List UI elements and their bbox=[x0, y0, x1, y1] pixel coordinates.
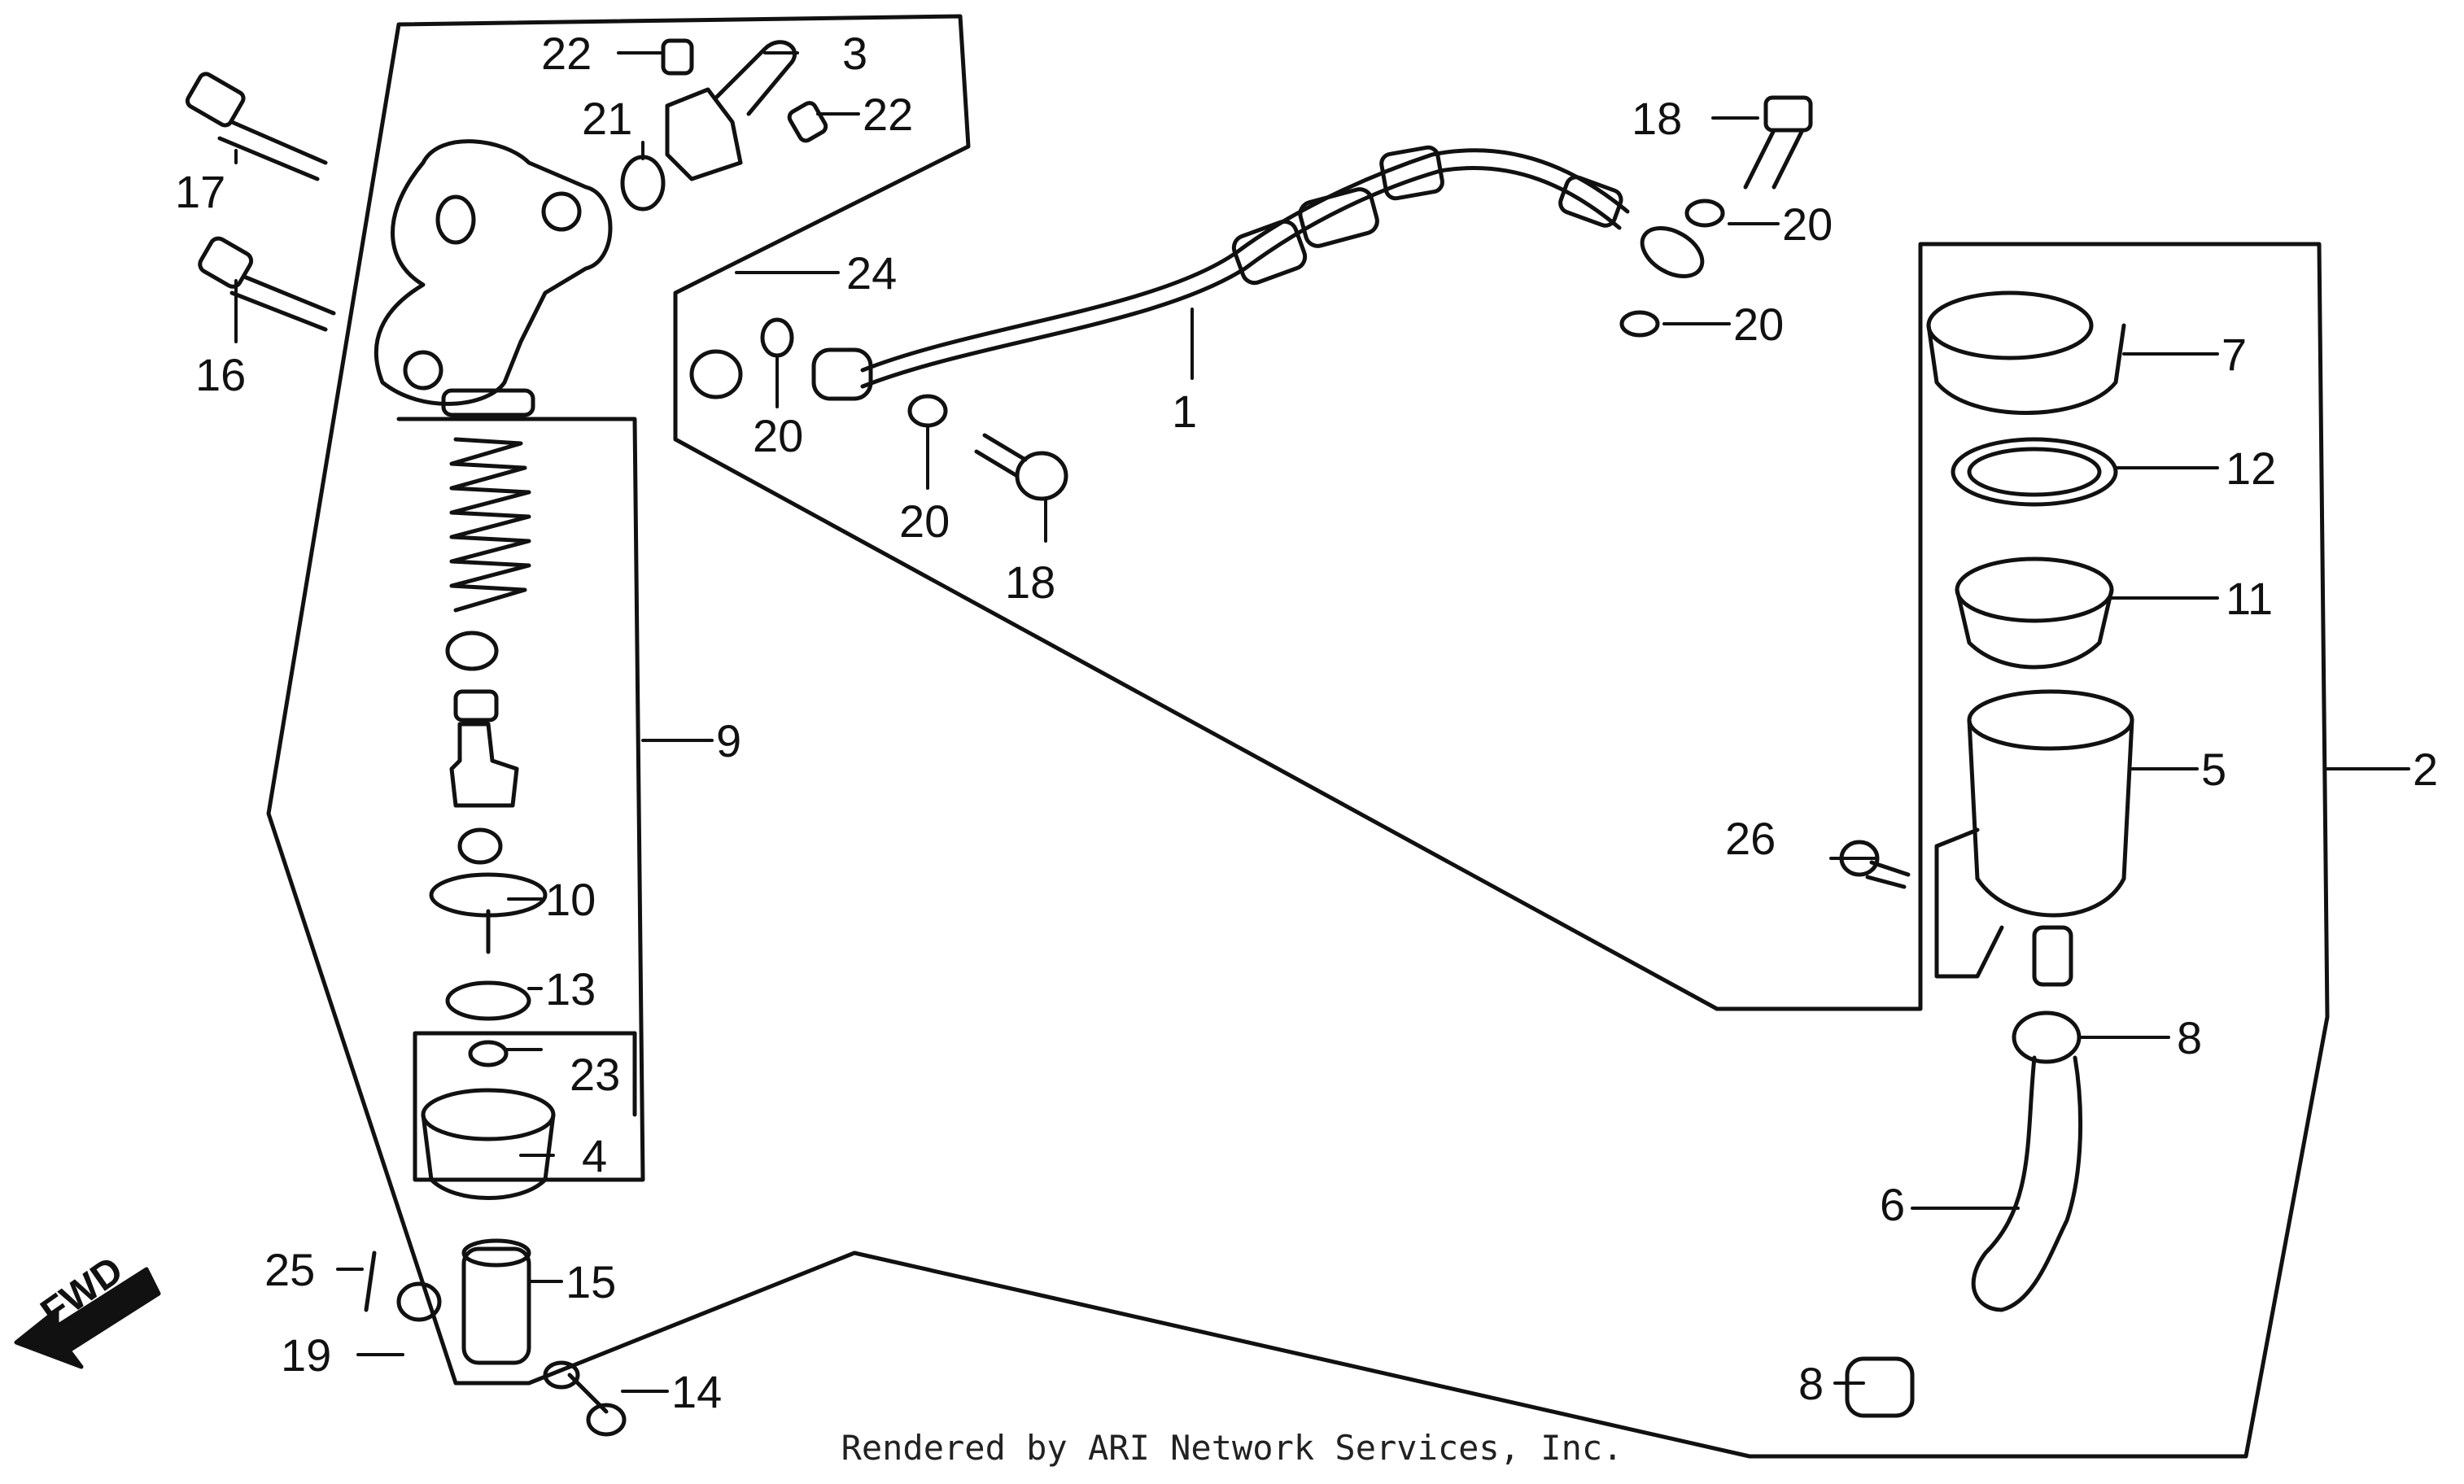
diaphragm-11 bbox=[1955, 556, 2114, 670]
screw-22-top bbox=[661, 38, 694, 76]
piston-cup bbox=[453, 689, 499, 722]
piston-spring bbox=[449, 437, 531, 613]
callout-19: 19 bbox=[281, 1329, 331, 1381]
screw-22-right bbox=[787, 101, 828, 143]
reservoir-hose-6 bbox=[1971, 1055, 2083, 1312]
hose-clamp-8-upper bbox=[2012, 1010, 2082, 1064]
callout-10: 10 bbox=[545, 874, 596, 925]
callout-25: 25 bbox=[264, 1244, 315, 1295]
reservoir-5 bbox=[1934, 689, 2134, 987]
piston-assembly-10 bbox=[429, 827, 548, 954]
callout-8-upper: 8 bbox=[2177, 1012, 2202, 1063]
callout-5: 5 bbox=[2201, 744, 2226, 795]
washer-20-b bbox=[907, 394, 948, 428]
callout-18-upper: 18 bbox=[1632, 93, 1682, 144]
leader-lines bbox=[234, 51, 2410, 1393]
master-cylinder-body bbox=[374, 139, 613, 417]
callout-15: 15 bbox=[566, 1256, 616, 1307]
footer-credit: Rendered by ARI Network Services, Inc. bbox=[841, 1428, 1623, 1468]
clip-25 bbox=[364, 1250, 377, 1312]
callout-18-lower: 18 bbox=[1005, 556, 1055, 608]
brake-hose bbox=[811, 145, 1705, 401]
joint-fitting-3 bbox=[665, 40, 797, 181]
circlip-13 bbox=[445, 980, 531, 1021]
ring-23 bbox=[468, 1040, 509, 1067]
fitting-15 bbox=[461, 1238, 531, 1365]
callout-8-lower: 8 bbox=[1798, 1358, 1824, 1409]
bolt-17 bbox=[185, 72, 328, 181]
callout-17: 17 bbox=[175, 166, 225, 217]
callout-6: 6 bbox=[1880, 1179, 1905, 1230]
washer-20-a bbox=[760, 317, 794, 358]
piston-kit-frame bbox=[396, 417, 645, 1182]
callout-11: 11 bbox=[2226, 573, 2273, 624]
gasket-12 bbox=[1951, 437, 2118, 507]
hose-clamp-8-lower bbox=[1845, 1356, 1915, 1418]
callout-23: 23 bbox=[570, 1049, 620, 1100]
washer-20-c bbox=[1684, 199, 1725, 228]
washer-19 bbox=[396, 1281, 442, 1322]
callout-14: 14 bbox=[671, 1366, 722, 1417]
bolt-18-lower bbox=[974, 433, 1068, 501]
boot-4 bbox=[421, 1088, 556, 1200]
callout-24: 24 bbox=[846, 247, 897, 299]
piston bbox=[449, 722, 519, 808]
bolt-26 bbox=[1839, 840, 1911, 889]
reservoir-cap-7 bbox=[1926, 290, 2126, 415]
bolt-18-upper bbox=[1743, 95, 1813, 190]
callout-9: 9 bbox=[716, 715, 741, 766]
bolt-14 bbox=[543, 1360, 627, 1437]
callout-1: 1 bbox=[1172, 386, 1197, 437]
callout-labels: 1 2 3 4 5 6 7 8 8 9 10 11 12 13 14 15 16… bbox=[175, 28, 2438, 1417]
callout-26: 26 bbox=[1725, 813, 1776, 864]
washer-20-d bbox=[1619, 310, 1660, 338]
callout-16: 16 bbox=[195, 349, 246, 400]
callout-4: 4 bbox=[582, 1130, 607, 1181]
callout-2: 2 bbox=[2413, 744, 2438, 795]
callout-13: 13 bbox=[545, 963, 596, 1015]
spring-seat bbox=[445, 631, 499, 671]
bolt-16 bbox=[198, 236, 336, 332]
nut-24 bbox=[689, 349, 743, 399]
callout-7: 7 bbox=[2222, 329, 2247, 380]
callout-20-d: 20 bbox=[1733, 299, 1784, 350]
callout-20-a: 20 bbox=[753, 410, 803, 461]
master-cylinder-frame bbox=[266, 14, 2330, 1459]
callout-21: 21 bbox=[582, 93, 632, 144]
callout-22-right: 22 bbox=[863, 89, 913, 140]
callout-20-b: 20 bbox=[899, 495, 950, 547]
fwd-arrow-icon bbox=[14, 1267, 161, 1369]
o-ring-21 bbox=[620, 155, 666, 212]
callout-12: 12 bbox=[2226, 443, 2276, 494]
callout-22-top: 22 bbox=[541, 28, 592, 79]
callout-20-c: 20 bbox=[1782, 199, 1833, 250]
callout-3: 3 bbox=[842, 28, 867, 79]
